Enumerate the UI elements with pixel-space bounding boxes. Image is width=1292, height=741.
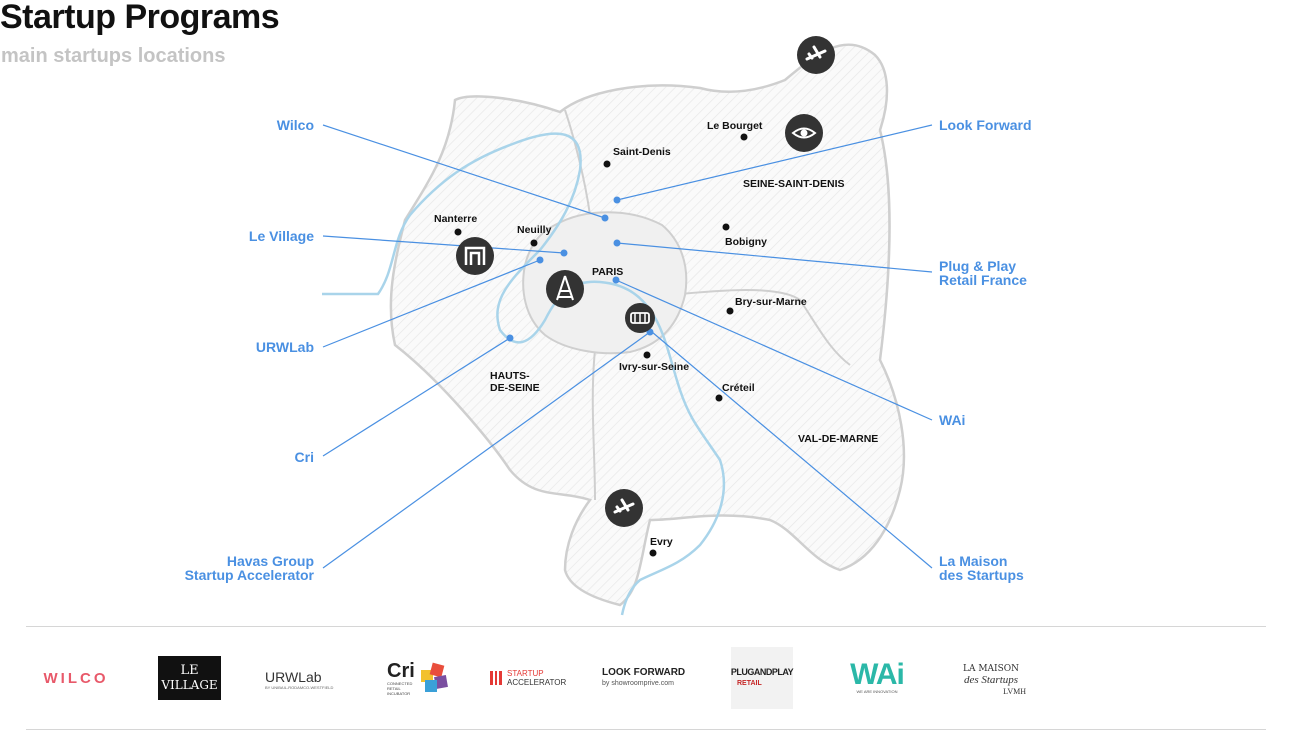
city-dot — [715, 394, 723, 402]
place-label: Nanterre — [434, 213, 477, 225]
seine-river — [322, 132, 726, 616]
place-label: Bry-sur-Marne — [735, 296, 807, 308]
eiffel-tower-icon — [546, 270, 584, 308]
program-marker — [536, 256, 544, 264]
city-dot — [603, 160, 611, 168]
city-label-paris: PARIS — [592, 266, 623, 278]
la-maison-des-startups-logo: LA MAISON des Startups LVMH — [962, 663, 1026, 696]
program-marker — [506, 334, 514, 342]
place-label: Saint-Denis — [613, 146, 671, 158]
place-label: Bobigny — [725, 236, 767, 248]
wilco-logo: WILCO — [43, 669, 109, 687]
place-label: Ivry-sur-Seine — [619, 361, 689, 373]
department-border — [591, 349, 596, 501]
department-label: VAL-DE-MARNE — [798, 433, 878, 445]
city-dot — [643, 351, 651, 359]
connector-lines — [322, 124, 933, 569]
department-label: SEINE-SAINT-DENIS — [743, 178, 845, 190]
le-village-logo: LE VILLAGE — [158, 656, 221, 700]
divider — [26, 729, 1266, 730]
divider — [26, 626, 1266, 627]
program-marker — [560, 249, 568, 257]
airplane-icon — [797, 36, 835, 74]
callout-havas[interactable]: Havas Group Startup Accelerator — [184, 553, 314, 583]
department-border — [669, 289, 851, 366]
airplane-icon — [605, 489, 643, 527]
city-dot — [649, 549, 657, 557]
department-label: HAUTS- — [490, 370, 530, 382]
program-marker — [601, 214, 609, 222]
look-forward-logo: LOOK FORWARD by showroomprive.com — [602, 667, 686, 687]
place-label: Le Bourget — [707, 120, 763, 132]
department-border — [564, 109, 591, 216]
program-marker — [613, 196, 621, 204]
callout-look-forward[interactable]: Look Forward — [939, 117, 1032, 133]
city-dot — [740, 133, 748, 141]
cri-logo: Cri CONNECTED RETAIL INCUBATOR — [386, 655, 452, 701]
urwlab-logo: URWLab BY UNIBAIL-RODAMCO-WESTFIELD — [265, 668, 334, 690]
department-label: DE-SEINE — [490, 382, 540, 394]
city-dots — [454, 133, 748, 557]
cri-squares-icon — [419, 662, 451, 694]
program-marker — [613, 239, 621, 247]
place-label: Créteil — [722, 382, 755, 394]
stadium-icon — [625, 303, 655, 333]
wai-logo: WAi WE ARE INNOVATION — [850, 658, 905, 695]
place-label: Evry — [650, 536, 673, 548]
page-title: Startup Programs — [0, 0, 280, 36]
callout-wilco[interactable]: Wilco — [276, 117, 314, 133]
city-dot — [726, 307, 734, 315]
page-subtitle: main startups locations — [1, 45, 226, 67]
place-label: Neuilly — [517, 224, 552, 236]
callout-le-village[interactable]: Le Village — [248, 228, 314, 244]
eye-icon — [785, 114, 823, 152]
city-dot — [530, 239, 538, 247]
callout-urwlab[interactable]: URWLab — [255, 339, 314, 355]
callout-wai[interactable]: WAi — [939, 412, 966, 428]
callout-plug-play[interactable]: Plug & Play Retail France — [939, 258, 1027, 288]
city-dot — [454, 228, 462, 236]
plug-and-play-logo: PLUGANDPLAY RETAIL — [731, 647, 794, 709]
city-dot — [722, 223, 730, 231]
callout-maison[interactable]: La Maison des Startups — [939, 553, 1024, 583]
program-marker — [612, 276, 620, 284]
callout-cri[interactable]: Cri — [294, 449, 314, 465]
startup-accelerator-logo: STARTUP ACCELERATOR — [490, 667, 576, 689]
arch-icon — [456, 237, 494, 275]
